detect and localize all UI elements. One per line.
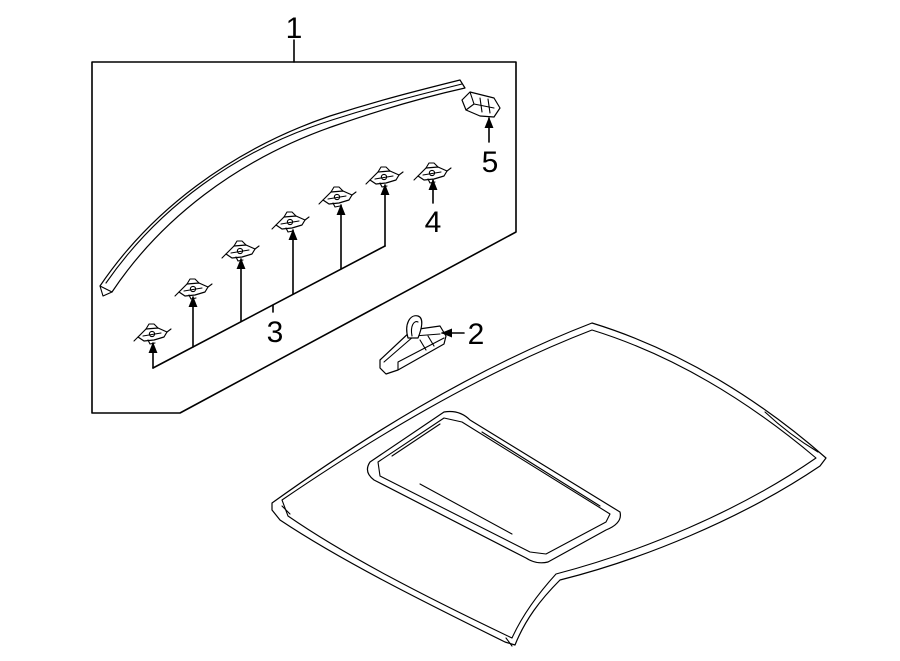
- molding-end-cap: [461, 91, 501, 118]
- callout-2: 2: [468, 318, 485, 351]
- molding-assembly-panel: [91, 39, 517, 414]
- roof-panel: [271, 322, 827, 647]
- callout-4: 4: [425, 206, 442, 239]
- molding-clip: [318, 186, 357, 208]
- molding-clip: [271, 211, 310, 233]
- callout-5: 5: [482, 146, 499, 179]
- molding-clip: [221, 240, 260, 262]
- callout-3: 3: [267, 316, 284, 349]
- molding-clip: [174, 278, 213, 300]
- leader-lines-3: [148, 183, 390, 369]
- callout-1: 1: [286, 12, 303, 45]
- roof-molding: [99, 79, 466, 297]
- roof-bracket: [379, 315, 447, 375]
- molding-clip: [365, 166, 404, 188]
- molding-clip: [133, 323, 172, 345]
